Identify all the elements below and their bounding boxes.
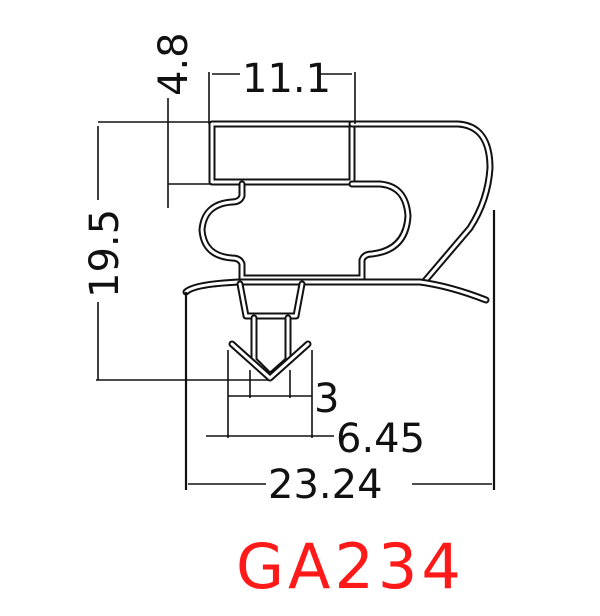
dim-label-width-top: 11.1	[242, 56, 331, 102]
gasket-profile	[182, 120, 494, 382]
dimension-19-5: 19.5	[82, 126, 268, 381]
dim-label-height-top: 4.8	[151, 32, 197, 96]
dimension-23-24: 23.24	[188, 462, 492, 508]
dim-label-dart-width: 3	[314, 376, 339, 422]
dimension-4-8: 4.8	[98, 32, 212, 208]
dimension-6-45: 6.45	[206, 350, 425, 462]
model-code-label: GA234	[236, 530, 465, 603]
dim-label-total-width: 23.24	[268, 462, 383, 508]
dimension-11-1: 11.1	[208, 56, 356, 124]
dim-label-dart-base-width: 6.45	[336, 416, 425, 462]
dim-label-total-height: 19.5	[82, 209, 128, 298]
dimension-3: 3	[228, 370, 339, 422]
